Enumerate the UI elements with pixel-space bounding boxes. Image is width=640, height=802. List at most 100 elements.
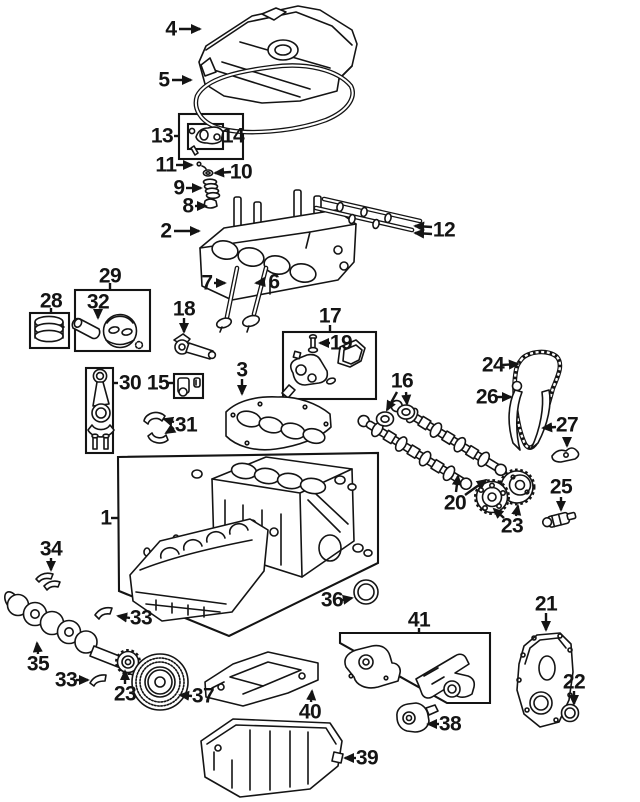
callout-31-leader [164,423,177,435]
callout-30[interactable]: 30 [118,371,142,395]
callout-40[interactable]: 40 [298,700,322,724]
part-26-chain-guide [508,380,523,451]
part-16-cam-seals [375,404,416,427]
callout-9[interactable]: 9 [173,176,185,200]
callout-29[interactable]: 29 [98,264,122,288]
part-14-solenoid [190,126,224,156]
callout-24[interactable]: 24 [481,353,505,377]
callout-12[interactable]: 12 [432,218,456,242]
callout-36[interactable]: 36 [320,588,344,612]
callout-1[interactable]: 1 [100,506,112,530]
callout-10-leader [213,167,232,178]
callout-40-leader [306,689,317,703]
part-41-oil-pump-assembly [344,644,476,699]
callout-34[interactable]: 34 [39,537,63,561]
callout-23[interactable]: 23 [500,514,524,538]
callout-18[interactable]: 18 [172,297,196,321]
part-31-rod-bearings [143,411,169,444]
callout-37-leader [178,690,193,701]
callout-38[interactable]: 38 [438,712,462,736]
callout-leader-lines [32,23,580,764]
part-36-crank-seal [353,579,379,605]
part-13-filter [188,127,196,135]
part-30-connecting-rod [87,368,115,450]
callout-21[interactable]: 21 [534,592,558,616]
callout-23-leader [492,507,505,519]
callout-32[interactable]: 32 [86,290,110,314]
part-37-crank-pulley [131,653,189,711]
callout-22[interactable]: 22 [562,670,586,694]
part-28-piston-rings [34,315,65,343]
callout-16-leader [401,391,412,406]
part-39-oil-pan [200,718,344,798]
callout-37[interactable]: 37 [191,684,215,708]
callout-7[interactable]: 7 [201,271,213,295]
part-35-crankshaft [3,591,138,676]
callout-31-leader [162,416,175,427]
part-33-main-bearing-lower [89,674,107,687]
part-23-cam-sprockets [474,468,536,515]
callout-35-leader [32,641,43,655]
callout-24-leader [501,359,520,370]
part-9-valve-spring [202,178,221,200]
box-28 [28,311,71,350]
callout-5[interactable]: 5 [158,68,170,92]
part-40-baffle-plate [204,651,319,707]
callout-19[interactable]: 19 [329,331,353,355]
callout-39[interactable]: 39 [355,746,379,770]
callout-33[interactable]: 33 [129,606,153,630]
callout-23-leader [511,504,522,517]
part-23-crank-sprocket [115,649,141,675]
part-34-thrust-washers [35,572,61,591]
callout-20[interactable]: 20 [443,491,467,515]
part-32-piston-pin [71,317,101,340]
callout-16[interactable]: 16 [390,369,414,393]
callout-35[interactable]: 35 [26,652,50,676]
callout-31[interactable]: 31 [174,413,198,437]
callout-33[interactable]: 33 [54,668,78,692]
part-33-main-bearing-upper [94,606,113,620]
callout-2[interactable]: 2 [160,219,172,243]
callout-20-leader [464,478,488,496]
group-boxes [28,112,492,705]
box-30 [84,366,115,455]
part-22-front-crank-seal [560,703,580,723]
part-11-keeper [196,161,207,170]
callout-36-leader [341,594,354,605]
box-41 [338,631,492,705]
part-18-cam-sensor [173,333,217,360]
box-17 [281,330,378,401]
callout-23[interactable]: 23 [113,682,137,706]
callout-3[interactable]: 3 [236,358,248,382]
callout-27-leader [541,422,557,433]
part-20-camshaft-front [357,414,473,491]
callout-6-leader [254,276,266,288]
part-17-vtc-valve-assembly [281,333,366,399]
part-4-valve-cover [198,5,358,104]
callout-20-leader [451,474,462,493]
callout-15[interactable]: 15 [146,371,170,395]
callout-17[interactable]: 17 [318,304,342,328]
callout-28[interactable]: 28 [39,289,63,313]
callout-41[interactable]: 41 [407,608,431,632]
callout-13[interactable]: 13 [150,124,174,148]
callout-14[interactable]: 14 [221,124,245,148]
part-38-mount-bracket [396,702,439,733]
callout-8[interactable]: 8 [182,194,194,218]
callout-4[interactable]: 4 [165,17,177,41]
callout-25[interactable]: 25 [549,475,573,499]
callout-12-leader [413,228,433,239]
part-25-chain-tensioner [541,511,577,528]
box-15 [172,372,205,400]
callout-6[interactable]: 6 [268,270,280,294]
callout-11[interactable]: 11 [155,153,177,177]
part-15-tensioner [177,377,201,397]
part-7-intake-valve [215,265,240,333]
part-1-bedplate [129,518,269,622]
callout-10[interactable]: 10 [229,160,253,184]
callout-27[interactable]: 27 [555,413,579,437]
callout-26[interactable]: 26 [475,385,499,409]
callout-16-leader [385,391,399,412]
